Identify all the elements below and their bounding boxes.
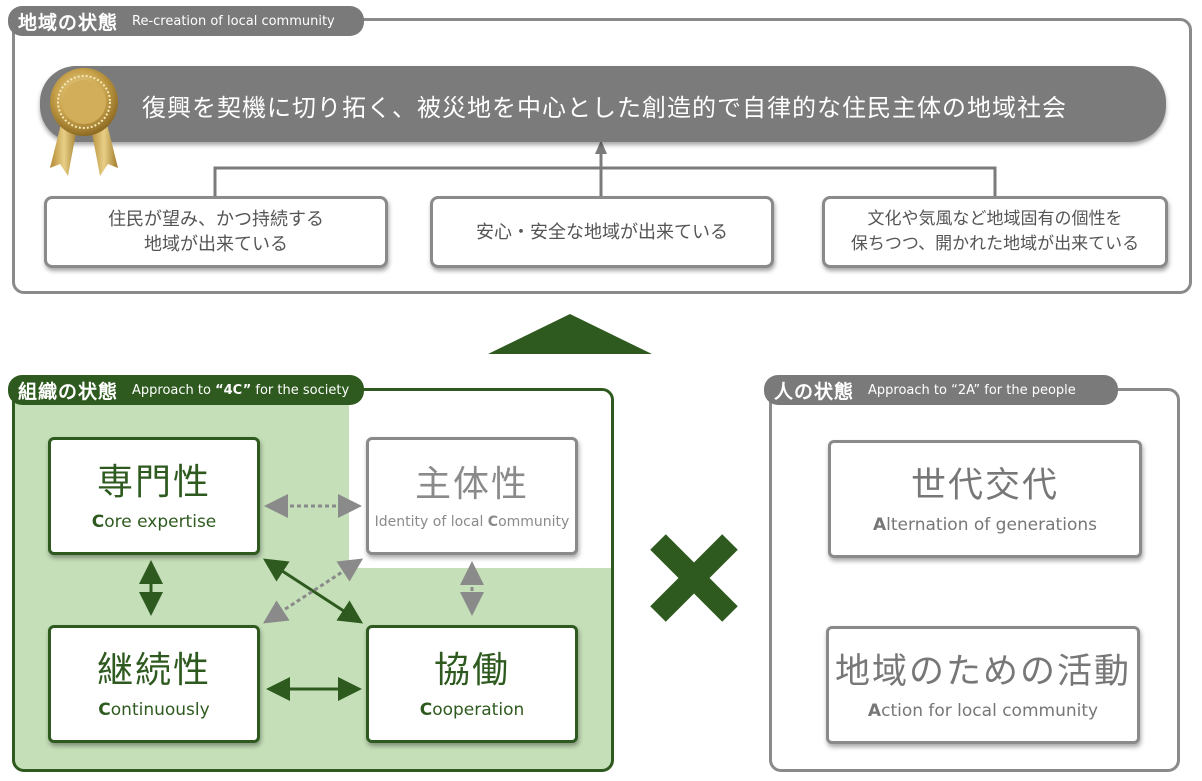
org-relations-arrows <box>139 494 484 701</box>
condition-box-1: 住民が望み、かつ持続する 地域が出来ている <box>44 196 388 268</box>
triangle-arrow-icon <box>488 314 652 354</box>
card-continuity-jp: 継続性 <box>96 650 211 691</box>
org-tag-en-post: for the society <box>251 382 350 398</box>
org-tag-en-bold: “4C” <box>215 382 252 398</box>
goal-connector <box>213 140 997 196</box>
condition-3-line2: 保ちつつ、開かれた地域が出来ている <box>850 234 1140 254</box>
org-tag-en-pre: Approach to <box>132 382 216 398</box>
card-expertise: 専門性 Core expertise <box>48 437 260 555</box>
card-expertise-jp: 専門性 <box>96 462 211 503</box>
card-activity-jp: 地域のための活動 <box>834 652 1131 692</box>
card-cooperation: 協働 Cooperation <box>366 625 578 743</box>
arrow-identity-continuity <box>262 558 364 624</box>
condition-box-2: 安心・安全な地域が出来ている <box>430 196 774 268</box>
community-state-tag-en: Re-creation of local community <box>132 13 335 29</box>
condition-1-line2: 地域が出来ている <box>144 234 288 255</box>
card-expertise-en: Core expertise <box>91 512 217 532</box>
people-state-tag-en: Approach to “2A” for the people <box>868 382 1076 398</box>
card-identity-jp: 主体性 <box>414 464 529 505</box>
org-state-tag-en: Approach to “4C” for the society <box>132 383 349 398</box>
community-state-tag: 地域の状態 Re-creation of local community <box>8 6 364 36</box>
condition-2-line1: 安心・安全な地域が出来ている <box>476 221 728 243</box>
card-generations: 世代交代 Alternation of generations <box>828 440 1142 558</box>
card-activity: 地域のための活動 Action for local community <box>826 626 1140 744</box>
medal-icon <box>50 68 118 176</box>
goal-banner <box>40 66 1166 142</box>
people-state-tag-jp: 人の状態 <box>774 380 855 403</box>
card-continuity: 継続性 Continuously <box>48 625 260 743</box>
card-cooperation-en: Cooperation <box>419 700 525 720</box>
card-generations-en: Alternation of generations <box>873 515 1097 535</box>
community-state-tag-jp: 地域の状態 <box>18 11 119 34</box>
card-activity-en: Action for local community <box>867 701 1099 721</box>
cross-icon <box>650 534 738 622</box>
card-continuity-en: Continuously <box>98 700 210 720</box>
org-state-tag: 組織の状態 Approach to “4C” for the society <box>8 375 364 405</box>
card-identity: 主体性 Identity of local Community <box>366 437 578 555</box>
org-state-tag-jp: 組織の状態 <box>18 380 119 403</box>
people-state-tag: 人の状態 Approach to “2A” for the people <box>764 375 1118 405</box>
card-identity-en: Identity of local Community <box>374 514 570 530</box>
card-cooperation-jp: 協働 <box>433 650 510 691</box>
card-generations-jp: 世代交代 <box>910 466 1059 506</box>
condition-1-line1: 住民が望み、かつ持続する <box>108 209 324 230</box>
condition-box-3: 文化や気風など地域固有の個性を 保ちつつ、開かれた地域が出来ている <box>822 196 1168 268</box>
goal-text: 復興を契機に切り拓く、被災地を中心とした創造的で自律的な住民主体の地域社会 <box>142 94 1067 122</box>
condition-3-line1: 文化や気風など地域固有の個性を <box>867 209 1123 229</box>
